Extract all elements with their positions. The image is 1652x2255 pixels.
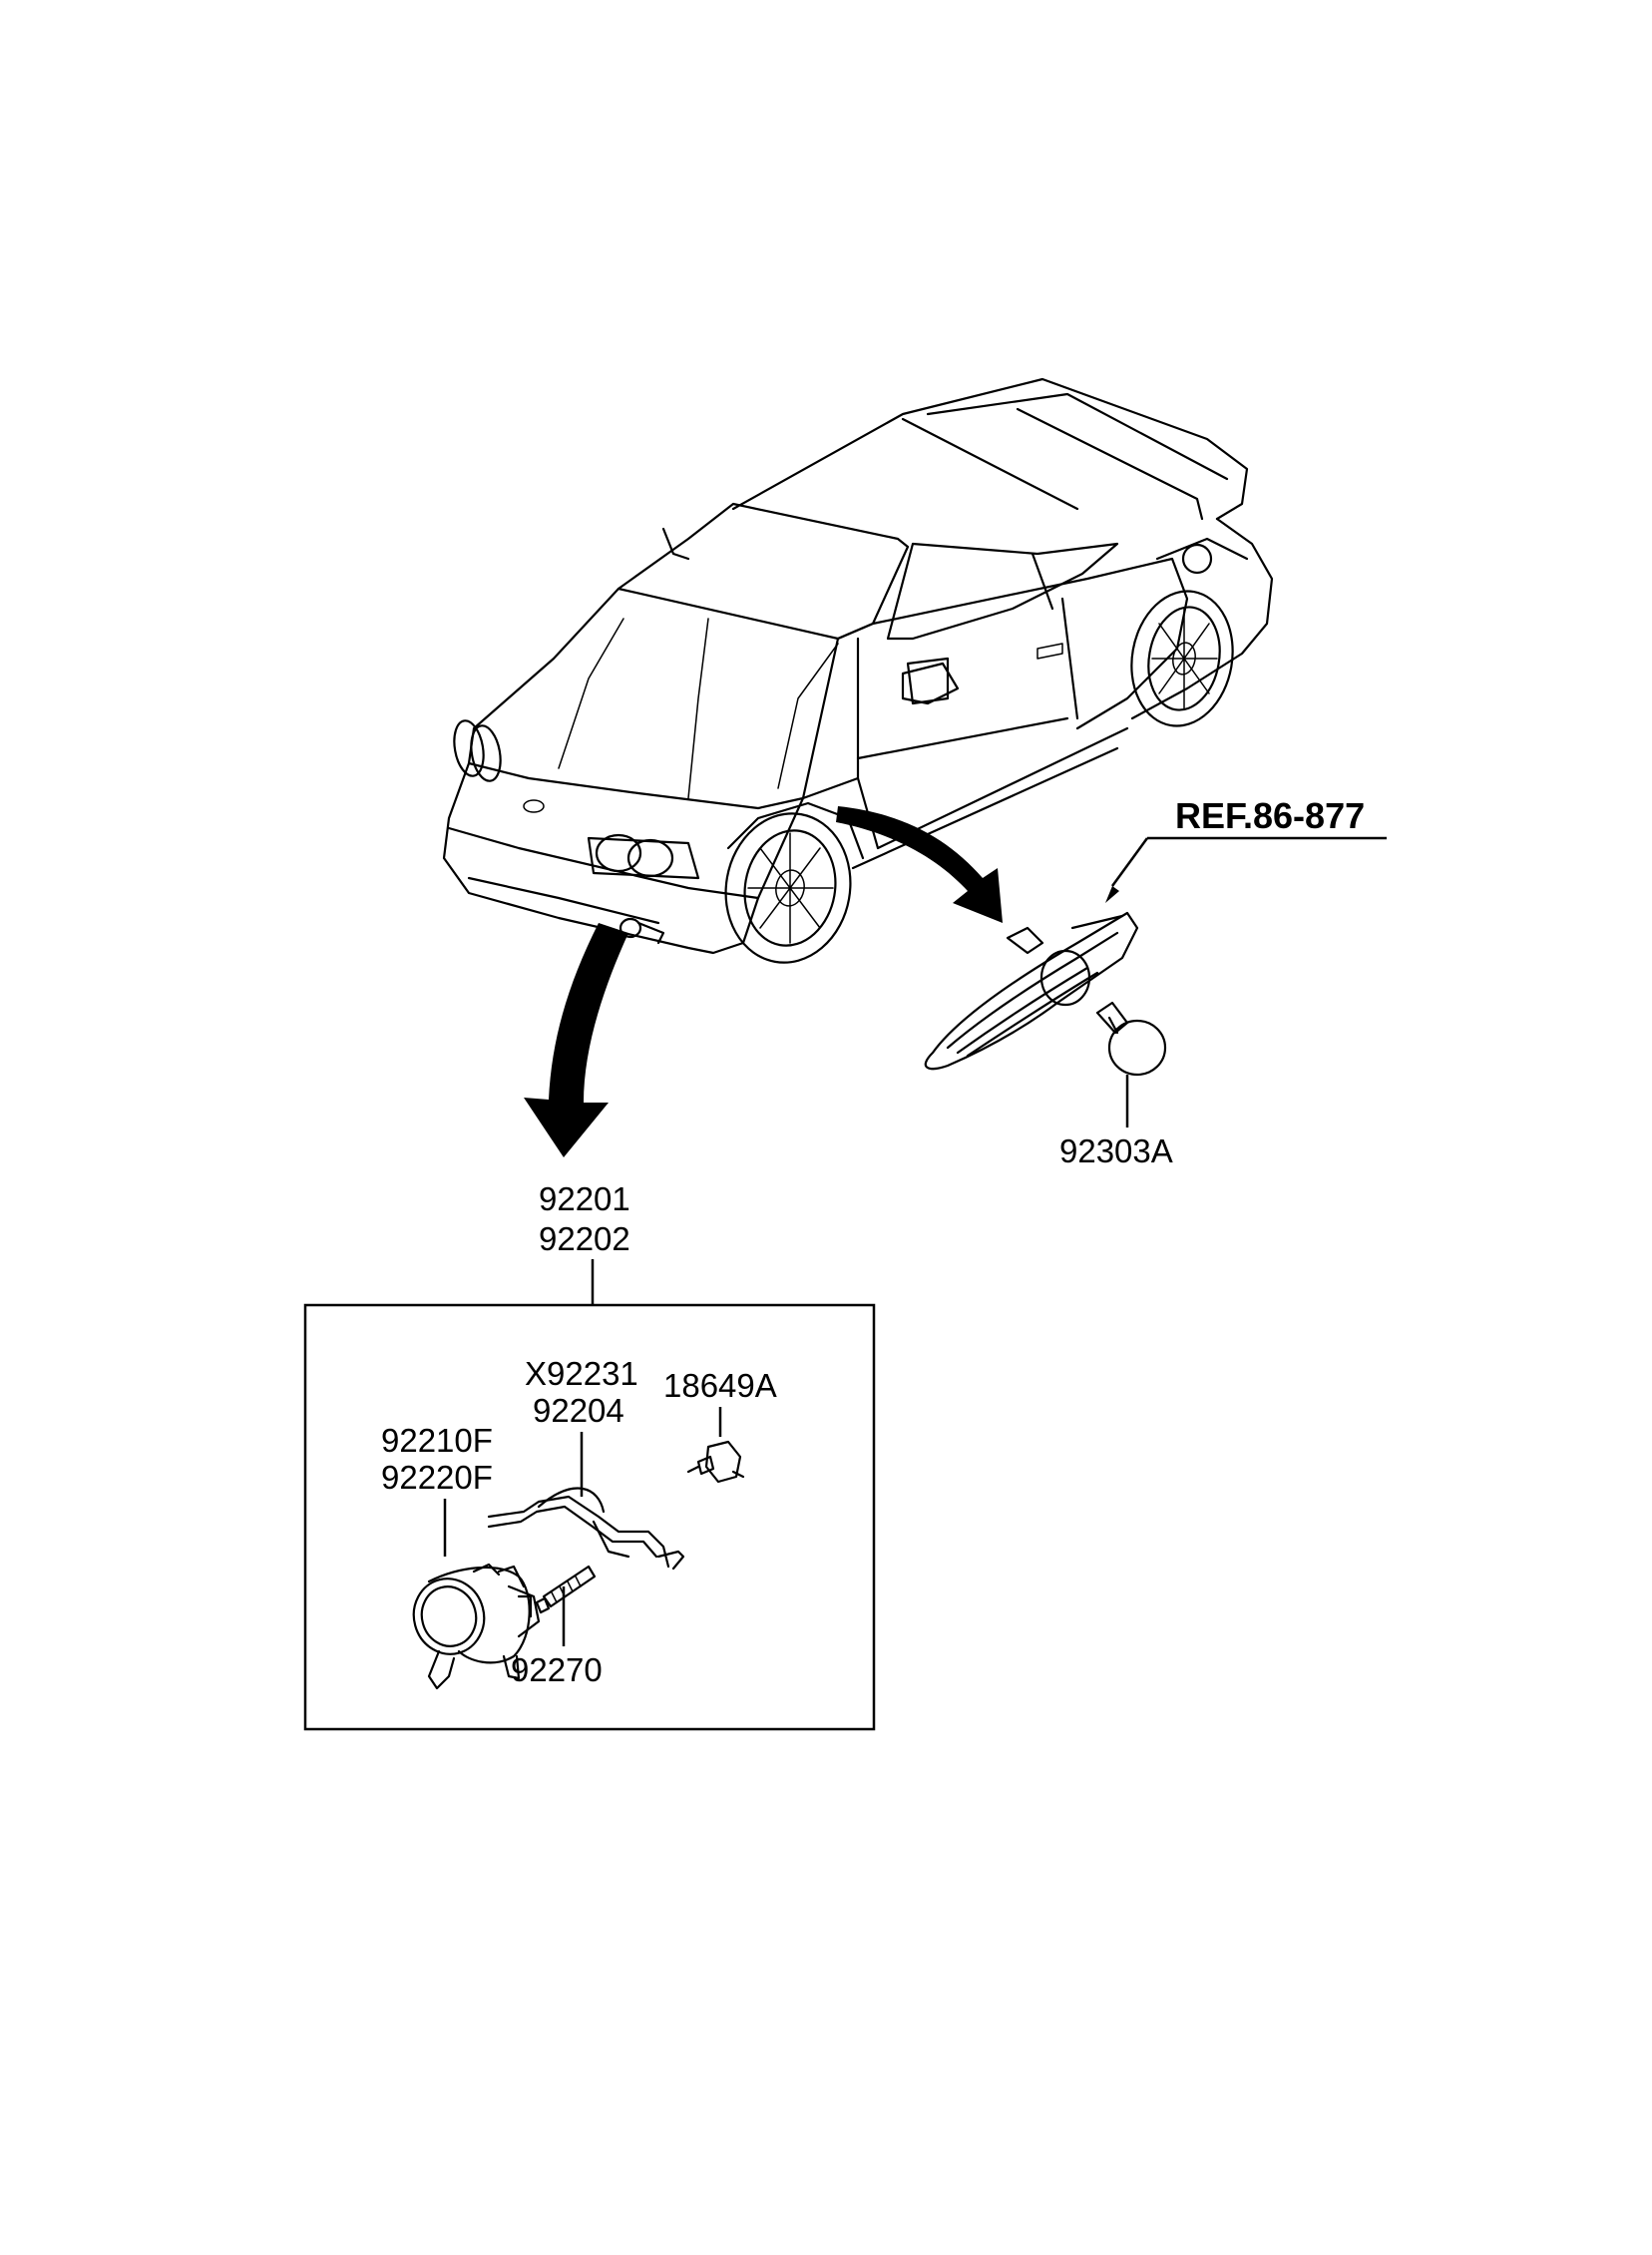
label-92204: 92204 [533,1392,624,1429]
socket-part [686,1440,745,1484]
fog-lamp-body [412,1563,541,1690]
arrow-to-fog-lamp [524,923,628,1157]
fog-bulb-part [535,1565,597,1614]
arrow-to-side-marker [836,806,1003,923]
label-92270: 92270 [511,1651,603,1688]
label-92210f: 92210F [381,1422,493,1459]
label-92303a: 92303A [1059,1132,1173,1169]
label-x92231: X92231 [525,1355,638,1392]
label-92201: 92201 [539,1180,630,1217]
label-18649a: 18649A [663,1367,777,1404]
side-marker-lamp [924,911,1139,1071]
side-marker-bulb: 92303A [1059,1001,1173,1169]
car-illustration [442,377,1274,964]
fog-lamp-box [303,1303,876,1731]
fog-lamp-assembly-callout: 92201 92202 X92231 92204 18649A 92210F 9… [303,1180,876,1731]
label-92202: 92202 [539,1220,630,1257]
label-92220f: 92220F [381,1459,493,1496]
reference-label: REF.86-877 [1175,795,1365,836]
wiring-harness [487,1487,685,1571]
reference-callout: REF.86-877 [1105,795,1387,903]
